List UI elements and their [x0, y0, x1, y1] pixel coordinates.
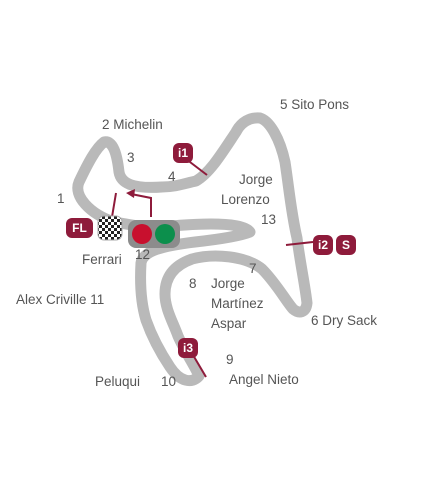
track-path	[72, 112, 313, 387]
corner-4-label: 4	[168, 169, 176, 184]
corner-8-label: 8	[189, 276, 197, 291]
martinez-label-line2: Martínez	[211, 296, 264, 311]
sector-i1-badge: i1	[173, 143, 193, 163]
corner-7-label: 7	[249, 261, 257, 276]
corner-10-label: 10	[161, 374, 177, 389]
peluqui-label: Peluqui	[95, 374, 141, 389]
direction-arrow	[130, 193, 152, 217]
corner-13-label: 13	[261, 212, 277, 227]
sector-i3-badge: i3	[178, 338, 198, 358]
sector-3-marker	[192, 354, 207, 378]
angel-nieto-label: Angel Nieto	[229, 372, 299, 387]
corner-12-label: 12	[135, 247, 151, 262]
sector-i2-badge: i2	[313, 235, 333, 255]
speed-trap-badge: S	[336, 235, 356, 255]
corner-5-label: 5 Sito Pons	[280, 97, 350, 112]
corner-3-label: 3	[127, 150, 135, 165]
sector-2-marker	[285, 241, 314, 246]
lorenzo-label-line1: Jorge	[239, 172, 273, 187]
finish-line-badge: FL	[66, 218, 93, 238]
corner-6-label: 6 Dry Sack	[311, 313, 378, 328]
lorenzo-label-line2: Lorenzo	[221, 192, 270, 207]
martinez-label-line1: Jorge	[211, 276, 245, 291]
direction-arrow-head	[126, 189, 135, 198]
checkered-flag-icon	[97, 215, 123, 241]
corner-2-label: 2 Michelin	[102, 117, 163, 132]
martinez-label-line3: Aspar	[211, 316, 247, 331]
green-light-icon	[155, 224, 175, 244]
ferrari-label: Ferrari	[82, 252, 122, 267]
corner-9-label: 9	[226, 352, 234, 367]
red-light-icon	[132, 224, 152, 244]
corner-1-label: 1	[57, 191, 65, 206]
corner-11-label: Alex Criville 11	[16, 292, 105, 307]
finish-line-marker	[111, 192, 117, 218]
